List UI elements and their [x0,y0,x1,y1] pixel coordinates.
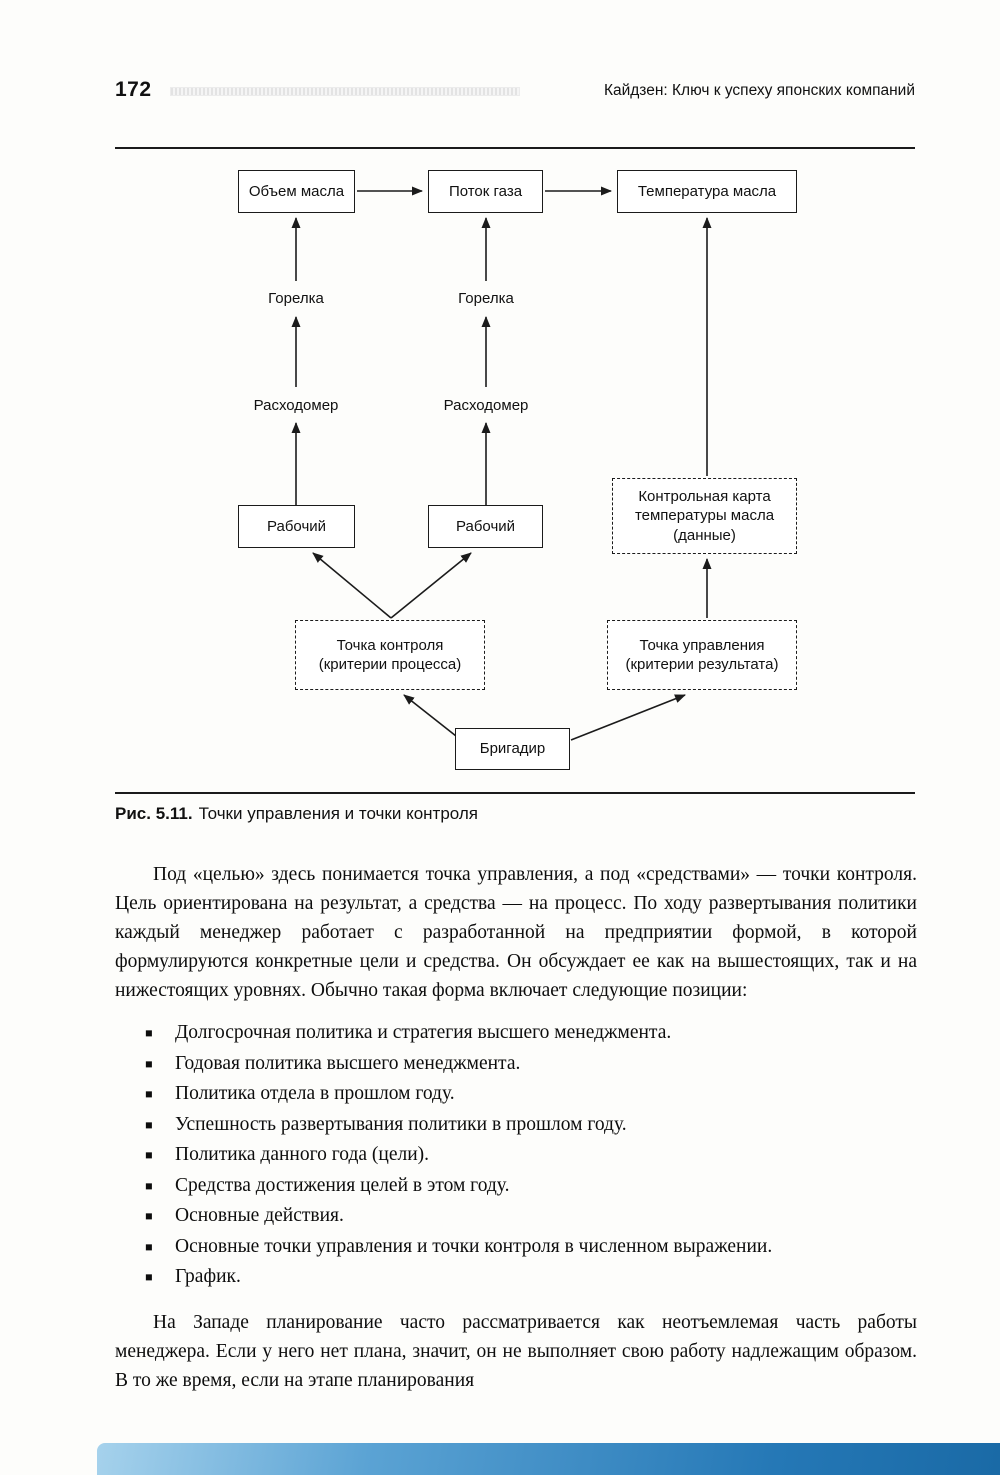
figure-caption-text: Точки управления и точки контроля [198,804,478,823]
list-item: ■ Успешность развертывания политики в про… [145,1110,917,1141]
list-item-text: Успешность развертывания политики в прош… [175,1113,627,1135]
running-title: Кайдзен: Ключ к успеху японских компаний [603,82,915,99]
figure-diagram: Объем масла Поток газа Температура масла… [115,150,915,792]
page-header: 172 Кайдзен: Ключ к успеху японских комп… [115,78,915,104]
label-flowmeter-left: Расходомер [253,397,339,414]
list-item-text: Политика данного года (цели). [175,1144,430,1165]
list-item-text: Средства достижения целей в этом году. [175,1174,510,1196]
list-item: ■ Основные точки управления и точки контр… [145,1232,917,1263]
list-item-text: Основные точки управления и точки контро… [175,1235,773,1257]
list-item: ■ Долгосрочная политика и стратегия высше… [145,1018,917,1049]
body-text: Под «целью» здесь понимается точка управ… [115,860,917,1395]
figure-top-rule [115,147,915,149]
bullet-square-icon: ■ [145,1239,153,1254]
bullet-square-icon: ■ [145,1056,153,1071]
paragraph: Под «целью» здесь понимается точка управ… [115,864,917,1001]
node-worker-left: Рабочий [238,505,355,548]
book-cover-edge [97,1443,1000,1475]
figure-caption: Рис. 5.11. Точки управления и точки контр… [115,804,478,824]
figure-bottom-rule [115,792,915,794]
list-item-text: Политика отдела в прошлом году. [175,1083,455,1104]
node-oil-temperature: Температура масла [617,170,797,213]
node-foreman: Бригадир [455,728,570,770]
list-item-text: Основные действия. [175,1205,344,1226]
node-gas-flow: Поток газа [428,170,543,213]
paragraph: На Западе планирование часто рассматрива… [115,1311,917,1391]
node-control-chart: Контрольная карта температуры масла (дан… [612,478,797,554]
arrow-lines [291,186,712,741]
page-number: 172 [115,78,152,101]
figure-caption-label: Рис. 5.11. [115,804,193,823]
list-item-text: График. [175,1266,241,1287]
bullet-list: ■ Долгосрочная политика и стратегия высше… [115,1018,917,1293]
label-burner-center: Горелка [458,290,514,307]
list-item-text: Годовая политика высшего менеджмента. [175,1052,521,1074]
label-flowmeter-center: Расходомер [443,397,529,414]
diagram-arrows [291,186,712,741]
node-oil-volume: Объем масла [238,170,355,213]
list-item: ■ График. [145,1262,917,1293]
list-item: ■ Годовая политика высшего менеджмента. [145,1049,917,1080]
list-item-text: Долгосрочная политика и стратегия высшег… [175,1022,672,1043]
label-burner-left: Горелка [268,290,324,307]
bullet-square-icon: ■ [145,1087,153,1101]
list-item: ■ Средства достижения целей в этом году. [145,1171,917,1202]
bullet-square-icon: ■ [145,1209,153,1223]
header-decoration-bar [170,87,520,96]
bullet-square-icon: ■ [145,1026,153,1040]
bullet-square-icon: ■ [145,1117,153,1132]
list-item: ■ Основные действия. [145,1201,917,1232]
bullet-square-icon: ■ [145,1148,153,1162]
node-worker-center: Рабочий [428,505,543,548]
list-item: ■ Политика данного года (цели). [145,1140,917,1171]
list-item: ■ Политика отдела в прошлом году. [145,1079,917,1110]
node-control-point: Точка управления (критерии результата) [607,620,797,690]
bullet-square-icon: ■ [145,1178,153,1193]
node-check-point: Точка контроля (критерии процесса) [295,620,485,690]
bullet-square-icon: ■ [145,1270,153,1284]
